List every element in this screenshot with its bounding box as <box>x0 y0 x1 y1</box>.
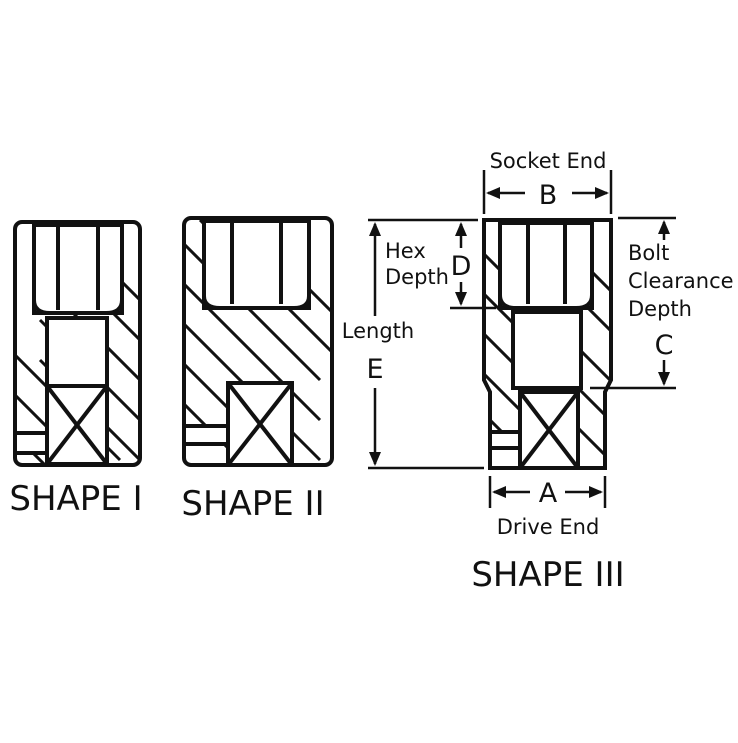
dim-c-arrow-top <box>658 220 670 234</box>
socket-end-label: Socket End <box>490 149 607 173</box>
bolt-clearance-label-line2: Clearance <box>628 269 734 293</box>
dim-a-letter: A <box>539 478 558 509</box>
dim-d-arrow-bottom <box>455 292 467 306</box>
shape-3-socket <box>482 218 613 470</box>
drive-end-label: Drive End <box>497 515 600 539</box>
dim-b-arrow-left <box>486 187 500 199</box>
dim-d-arrow-top <box>455 222 467 236</box>
hex-depth-label-line1: Hex <box>385 239 426 263</box>
dim-e-letter: E <box>366 354 383 385</box>
dim-d-letter: D <box>451 251 472 282</box>
dim-b-arrow-right <box>595 187 609 199</box>
dim-b-letter: B <box>539 180 558 211</box>
bolt-clearance-label-line1: Bolt <box>628 241 669 265</box>
shape-1-socket <box>13 220 142 467</box>
dim-e-arrow-bottom <box>369 452 381 466</box>
shape-3-caption: SHAPE III <box>471 555 624 595</box>
dimension-lines <box>368 170 676 508</box>
dim-a-arrow-left <box>492 486 506 498</box>
dim-c-arrow-bottom <box>658 372 670 386</box>
hex-depth-label-line2: Depth <box>385 265 449 289</box>
dim-e-arrow-top <box>369 222 381 236</box>
shape-1-caption: SHAPE I <box>9 479 142 519</box>
shape-2-socket <box>182 216 334 467</box>
dim-c-letter: C <box>655 330 674 361</box>
length-label: Length <box>342 319 414 343</box>
bolt-clearance-label-line3: Depth <box>628 297 692 321</box>
shape-2-caption: SHAPE II <box>181 484 324 524</box>
dim-a-arrow-right <box>589 486 603 498</box>
